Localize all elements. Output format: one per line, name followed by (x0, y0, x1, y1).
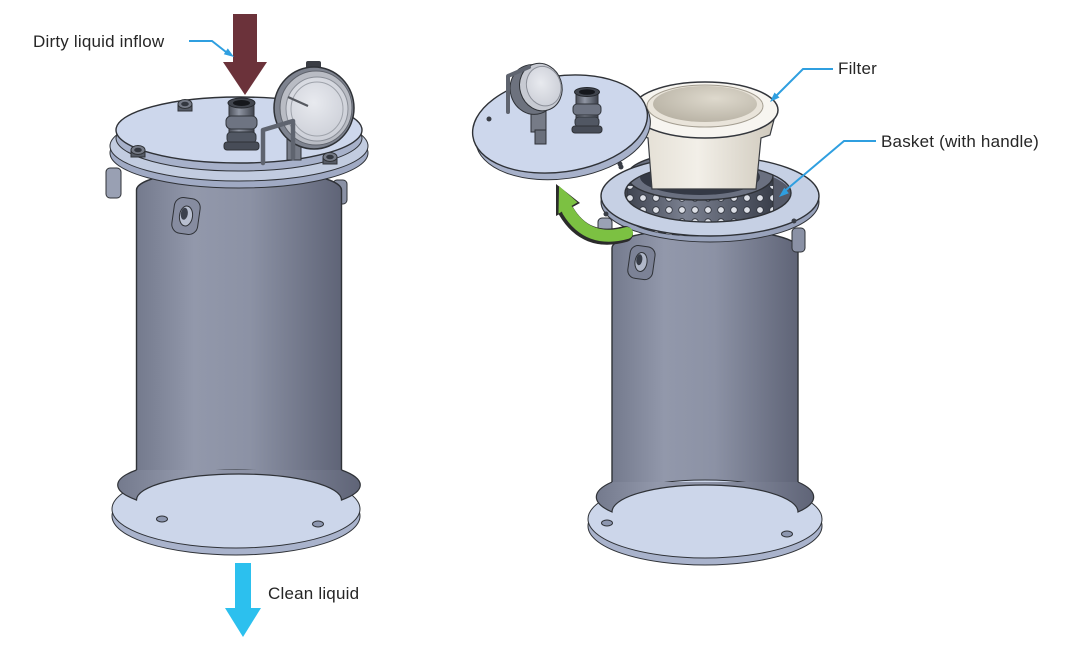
label-filter: Filter (838, 59, 877, 78)
leader-line-dirty (189, 40, 227, 53)
leader-arrowhead-icon (770, 92, 780, 102)
lid-bolt (322, 152, 338, 165)
flange-bolt-hole (312, 520, 324, 528)
lid-handle (506, 65, 531, 114)
rotate-arrow-icon (556, 184, 633, 245)
leader-line-basket (785, 140, 876, 191)
lid-bolt (130, 145, 146, 158)
lid-bolt-hole (618, 164, 624, 170)
leader-arrowhead-icon (223, 48, 234, 57)
flange-bolt-hole (781, 530, 793, 538)
dirty-inflow-arrow-icon (223, 14, 267, 95)
flange-bolt-hole (601, 519, 613, 527)
label-basket: Basket (with handle) (881, 132, 1039, 151)
vessel-body-base (595, 481, 815, 513)
clean-outflow-arrow-icon (225, 563, 261, 637)
gauge-face (285, 76, 349, 142)
closed-vessel-view (105, 14, 369, 637)
bottom-flange (587, 479, 823, 566)
lid-bolt-hole (486, 116, 492, 122)
lid-bolt (177, 99, 193, 112)
filter-opening (653, 86, 757, 122)
bottom-flange (111, 469, 361, 556)
gauge-face (525, 65, 562, 107)
annotations: Dirty liquid inflow Clean liquid Filter … (33, 32, 1039, 603)
ring-tab-right (791, 227, 806, 253)
leader-arrowhead-icon (779, 187, 789, 197)
pressure-gauge (509, 62, 563, 145)
leader-line-filter (775, 68, 833, 97)
filter-cartridge (631, 81, 779, 190)
gauge-needle (287, 95, 309, 108)
label-clean-liquid: Clean liquid (268, 584, 359, 603)
ring-bolt-hole (791, 218, 797, 224)
inlet-nozzle (571, 87, 603, 134)
lid-handle (260, 118, 296, 166)
vessel-body-base (117, 469, 361, 501)
opened-vessel-view (471, 62, 823, 566)
lifting-lug (627, 245, 656, 281)
ring-bolt-hole (603, 211, 609, 217)
inlet-nozzle (223, 97, 260, 151)
lid-clamp-tab-left (105, 167, 122, 199)
label-dirty-inflow: Dirty liquid inflow (33, 32, 165, 51)
lifting-lug (171, 197, 201, 235)
flange-bolt-hole (156, 515, 168, 523)
